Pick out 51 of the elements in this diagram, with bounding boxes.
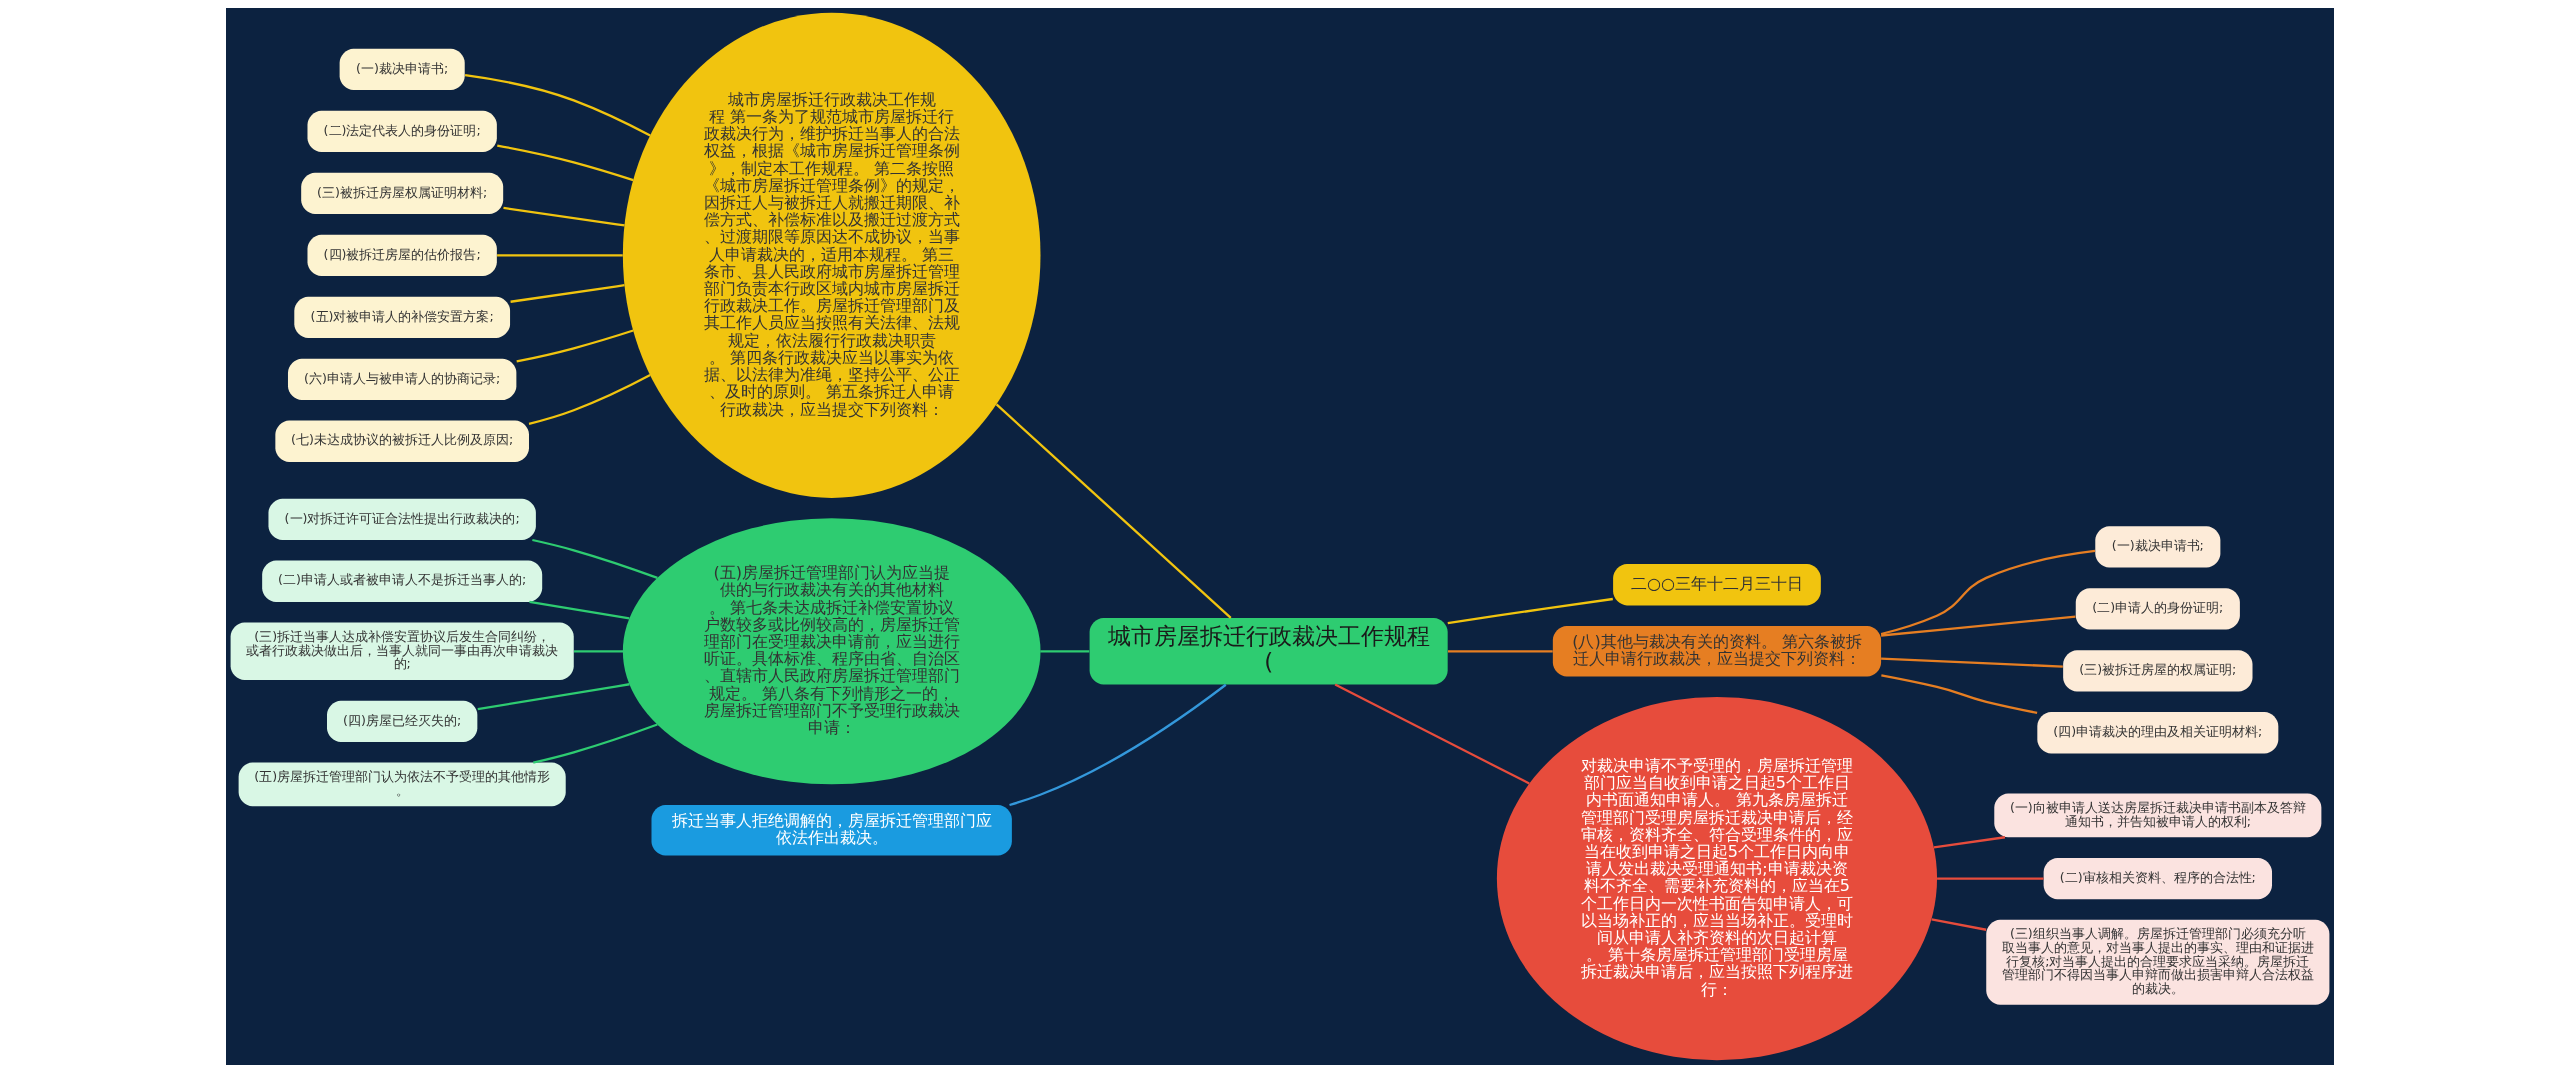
connector bbox=[1881, 674, 2038, 714]
connector bbox=[497, 254, 623, 257]
connector bbox=[1009, 683, 1227, 807]
node-ellipse: 对裁决申请不予受理的，房屋拆迁管理部门应当自收到申请之日起5个工作日内书面通知申请人。 第九条房屋拆迁管理部门受理房屋拆迁裁决申请后，经审核，资料齐全、符合受理条件的，应当在收到申请之日起5个工作日内向申请人发出裁决受理通知书;申请裁决资料不齐全、需要补充资料的，应当在5个工作日内一次性书面告知申请人，可以当场补正的，应当当场补正。受理时间从申请人补齐资料的次日起计算。 第十条房屋拆迁管理部门受理房屋拆迁裁决申请后，应当按照下列程序进行： bbox=[1496, 696, 1938, 1061]
connector bbox=[1931, 918, 1987, 931]
connector bbox=[532, 538, 658, 579]
connector bbox=[995, 403, 1232, 619]
node-box: (三)拆迁当事人达成补偿安置协议后发生合同纠纷，或者行政裁决做出后，当事人就同一事由再次申请裁决的; bbox=[230, 622, 574, 680]
connector bbox=[574, 650, 624, 653]
node-box: (五)房屋拆迁管理部门认为依法不予受理的其他情形。 bbox=[238, 762, 566, 807]
node-box: (一)对拆迁许可证合法性提出行政裁决的; bbox=[268, 498, 536, 540]
connector bbox=[477, 683, 630, 711]
connector bbox=[503, 206, 625, 227]
node-box: 城市房屋拆迁行政裁决工作规程( bbox=[1089, 618, 1448, 685]
node-ellipse: (五)房屋拆迁管理部门认为应当提供的与行政裁决有关的其他材料。 第七条未达成拆迁补偿安置协议户数较多或比例较高的，房屋拆迁管理部门在受理裁决申请前，应当进行听证。具体标准、程序由省、自治区、直辖市人民政府房屋拆迁管理部门规定。 第八条有下列情形之一的，房屋拆迁管理部门不予受理行政裁决申请： bbox=[622, 518, 1041, 785]
connector bbox=[1933, 836, 2006, 849]
node-box: (八)其他与裁决有关的资料。 第六条被拆迁人申请行政裁决，应当提交下列资料： bbox=[1552, 626, 1882, 677]
connector bbox=[533, 723, 658, 764]
connector bbox=[1881, 615, 2076, 637]
node-ellipse: 城市房屋拆迁行政裁决工作规程 第一条为了规范城市房屋拆迁行政裁决行为，维护拆迁当事人的合法权益，根据《城市房屋拆迁管理条例》，制定本工作规程。 第二条按照《城市房屋拆迁管理条例》的规定，因拆迁人与被拆迁人就搬迁期限、补偿方式、补偿标准以及搬迁过渡方式、过渡期限等原因达不成协议，当事人申请裁决的，适用本规程。 第三条市、县人民政府城市房屋拆迁管理部门负责本行政区域内城市房屋拆迁行政裁决工作。房屋拆迁管理部门及其工作人员应当按照有关法律、法规规定，依法履行行政裁决职责。 第四条行政裁决应当以事实为依据、以法律为准绳，坚持公平、公正、及时的原则。 第五条拆迁人申请行政裁决，应当提交下列资料： bbox=[622, 12, 1041, 498]
node-box: (一)向被申请人送达房屋拆迁裁决申请书副本及答辩通知书，并告知被申请人的权利; bbox=[1994, 793, 2322, 838]
node-box: (三)组织当事人调解。房屋拆迁管理部门必须充分听取当事人的意见，对当事人提出的事实、理由和证据进行复核;对当事人提出的合理要求应当采纳。房屋拆迁管理部门不得因当事人申辩而做出损害申辩人合法权益的裁决。 bbox=[1986, 919, 2330, 1005]
node-box: (四)被拆迁房屋的估价报告; bbox=[307, 234, 497, 276]
node-box: (二)审核相关资料、程序的合法性; bbox=[2043, 857, 2272, 900]
node-box: 二○○三年十二月三十日 bbox=[1613, 564, 1821, 606]
node-box: (四)房屋已经灭失的; bbox=[327, 700, 478, 742]
connector bbox=[464, 74, 651, 137]
connector bbox=[1334, 683, 1530, 785]
connector bbox=[1448, 650, 1553, 653]
node-box: 拆迁当事人拒绝调解的，房屋拆迁管理部门应依法作出裁决。 bbox=[651, 805, 1012, 856]
connector bbox=[1937, 877, 2044, 880]
node-box: (六)申请人与被申请人的协商记录; bbox=[288, 358, 517, 400]
node-box: (二)申请人的身份证明; bbox=[2075, 588, 2240, 630]
node-box: (二)申请人或者被申请人不是拆迁当事人的; bbox=[262, 560, 543, 602]
node-box: (三)被拆迁房屋的权属证明; bbox=[2063, 650, 2253, 692]
connector bbox=[1447, 597, 1613, 625]
connector bbox=[528, 374, 651, 425]
node-box: (一)裁决申请书; bbox=[2095, 526, 2221, 568]
connector bbox=[510, 284, 625, 303]
node-box: (七)未达成协议的被拆迁人比例及原因; bbox=[275, 420, 529, 462]
connector bbox=[1880, 549, 2096, 636]
connector bbox=[529, 600, 630, 620]
connector bbox=[1881, 657, 2063, 668]
node-box: (二)法定代表人的身份证明; bbox=[307, 110, 497, 153]
node-box: (三)被拆迁房屋权属证明材料; bbox=[301, 172, 504, 214]
node-box: (一)裁决申请书; bbox=[339, 48, 465, 91]
node-box: (五)对被申请人的补偿安置方案; bbox=[294, 296, 511, 338]
connector bbox=[497, 144, 634, 182]
node-box: (四)申请裁决的理由及相关证明材料; bbox=[2037, 712, 2279, 754]
connector bbox=[1040, 650, 1090, 653]
connector bbox=[516, 329, 634, 363]
